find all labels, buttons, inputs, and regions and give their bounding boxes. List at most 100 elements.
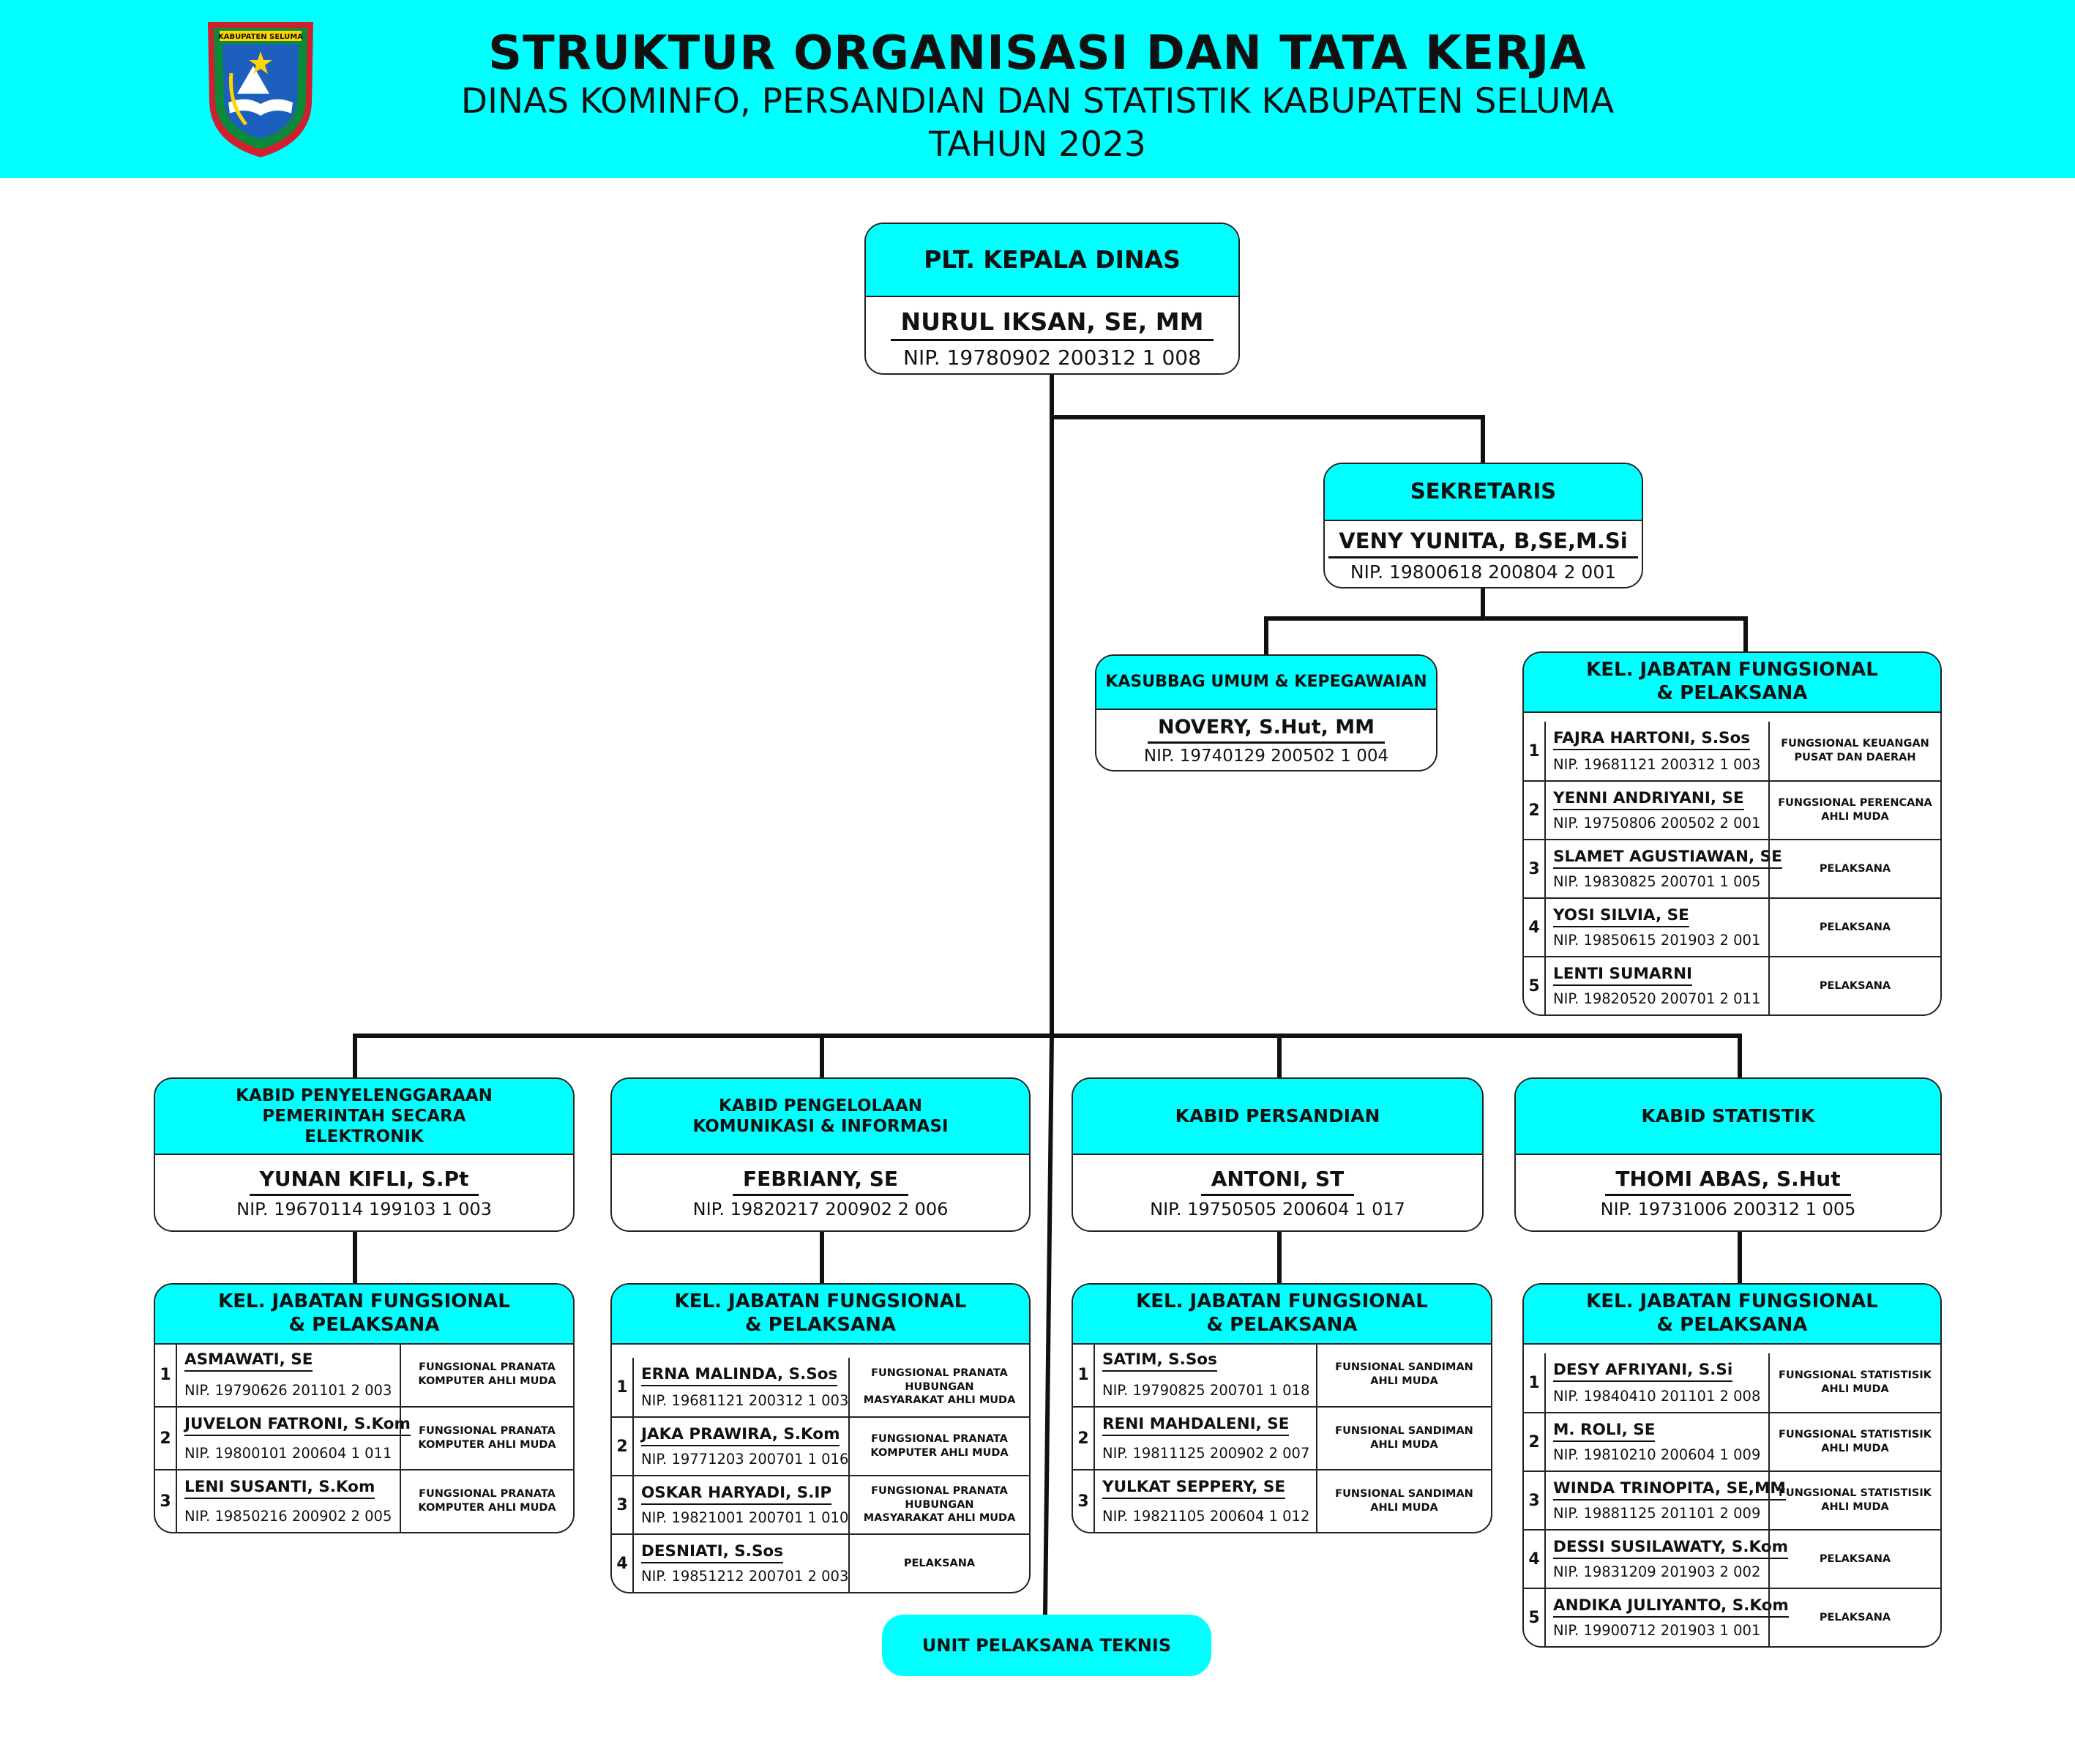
member-nip: NIP. 19681121 200312 1 003 (641, 1392, 849, 1409)
member-number: 1 (1073, 1343, 1095, 1406)
page-subtitle: DINAS KOMINFO, PERSANDIAN DAN STATISTIK … (460, 81, 1615, 122)
kabid-nip: NIP. 19670114 199103 1 003 (236, 1199, 492, 1219)
member-position: FUNGSIONAL PRANATA KOMPUTER AHLI MUDA (400, 1408, 573, 1469)
member-number: 1 (612, 1358, 634, 1416)
member-name: ANDIKA JULIYANTO, S.Kom (1553, 1596, 1789, 1618)
kabid-title: KABID PENGELOLAAN KOMUNIKASI & INFORMASI (612, 1079, 1029, 1155)
member-position: FUNGSIONAL PRANATA HUBUNGAN MASYARAKAT A… (848, 1476, 1029, 1533)
member-nip: NIP. 19881125 201101 2 009 (1553, 1505, 1761, 1522)
member-position: FUNGSIONAL STATISTISIK AHLI MUDA (1768, 1472, 1940, 1529)
jabatan-fungsional-sekretariat-box: KEL. JABATAN FUNGSIONAL & PELAKSANA 1 FAJ… (1522, 651, 1942, 1016)
page-title: STRUKTUR ORGANISASI DAN TATA KERJA (488, 26, 1587, 81)
member-number: 2 (1073, 1408, 1095, 1469)
sekretaris-box: SEKRETARIS VENY YUNITA, B,SE,M.Si NIP. 1… (1323, 463, 1643, 588)
group-title: KEL. JABATAN FUNGSIONAL & PELAKSANA (612, 1285, 1029, 1345)
member-nip: NIP. 19810210 200604 1 009 (1553, 1446, 1761, 1463)
member-row: 1 ASMAWATI, SE NIP. 19790626 201101 2 003 F… (155, 1343, 573, 1406)
member-nip: NIP. 19811125 200902 2 007 (1102, 1445, 1310, 1462)
group-title: KEL. JABATAN FUNGSIONAL & PELAKSANA (1524, 653, 1940, 713)
member-name: YULKAT SEPPERY, SE (1102, 1478, 1286, 1499)
kabid-statistik-box: KABID STATISTIK THOMI ABAS, S.Hut NIP. 1… (1514, 1077, 1942, 1232)
member-nip: NIP. 19851212 200701 2 003 (641, 1568, 849, 1585)
kabid-title: KABID STATISTIK (1516, 1079, 1940, 1155)
member-position: FUNGSIONAL PERENCANA AHLI MUDA (1768, 782, 1940, 839)
member-name: DESNIATI, S.Sos (641, 1542, 784, 1563)
member-nip: NIP. 19771203 200701 1 016 (641, 1451, 849, 1468)
member-name: ASMAWATI, SE (184, 1350, 313, 1372)
member-nip: NIP. 19820520 200701 2 011 (1553, 990, 1761, 1007)
page-year: TAHUN 2023 (929, 124, 1146, 165)
svg-text:KABUPATEN SELUMA: KABUPATEN SELUMA (218, 33, 303, 41)
member-nip: NIP. 19840410 201101 2 008 (1553, 1388, 1761, 1405)
kepala-dinas-box: PLT. KEPALA DINAS NURUL IKSAN, SE, MM NI… (864, 223, 1240, 375)
kabid-komunikasi-box: KABID PENGELOLAAN KOMUNIKASI & INFORMASI… (610, 1077, 1031, 1232)
member-number: 1 (1524, 722, 1546, 780)
kabid-nip: NIP. 19820217 200902 2 006 (692, 1199, 949, 1219)
member-nip: NIP. 19830825 200701 1 005 (1553, 873, 1761, 890)
member-name: YENNI ANDRIYANI, SE (1553, 789, 1744, 810)
member-name: LENI SUSANTI, S.Kom (184, 1478, 375, 1499)
member-name: WINDA TRINOPITA, SE,MM (1553, 1479, 1786, 1500)
member-name: ERNA MALINDA, S.Sos (641, 1365, 838, 1386)
member-position: FUNGSIONAL PRANATA KOMPUTER AHLI MUDA (400, 1343, 573, 1406)
member-position: PELAKSANA (1768, 1531, 1940, 1588)
member-number: 5 (1524, 957, 1546, 1014)
kepala-dinas-title: PLT. KEPALA DINAS (866, 224, 1238, 297)
group-title: KEL. JABATAN FUNGSIONAL & PELAKSANA (1073, 1285, 1491, 1345)
member-position: PELAKSANA (1768, 840, 1940, 897)
member-nip: NIP. 19750806 200502 2 001 (1553, 815, 1761, 831)
member-number: 3 (1524, 1472, 1546, 1529)
kasubbag-title: KASUBBAG UMUM & KEPEGAWAIAN (1096, 656, 1436, 710)
kasubbag-nip: NIP. 19740129 200502 1 004 (1143, 747, 1389, 766)
member-number: 3 (612, 1476, 634, 1533)
member-position: PELAKSANA (1768, 899, 1940, 956)
kabid-title: KABID PERSANDIAN (1073, 1079, 1482, 1155)
member-position: FUNSIONAL SANDIMAN AHLI MUDA (1316, 1470, 1491, 1532)
member-position: PELAKSANA (1768, 1589, 1940, 1646)
kepala-dinas-name: NURUL IKSAN, SE, MM (866, 307, 1238, 341)
member-number: 2 (612, 1418, 634, 1475)
member-number: 1 (155, 1343, 177, 1406)
member-position: FUNGSIONAL STATISTISIK AHLI MUDA (1768, 1413, 1940, 1470)
member-position: FUNGSIONAL PRANATA HUBUNGAN MASYARAKAT A… (848, 1358, 1029, 1416)
kabid-egov-box: KABID PENYELENGGARAAN PEMERINTAH SECARA … (154, 1077, 575, 1232)
kasubbag-box: KASUBBAG UMUM & KEPEGAWAIAN NOVERY, S.Hu… (1095, 654, 1437, 771)
sekretaris-name: VENY YUNITA, B,SE,M.Si (1325, 528, 1642, 558)
member-position: FUNGSIONAL KEUANGAN PUSAT DAN DAERAH (1768, 722, 1940, 780)
kabid-persandian-box: KABID PERSANDIAN ANTONI, ST NIP. 1975050… (1072, 1077, 1484, 1232)
member-position: FUNGSIONAL PRANATA KOMPUTER AHLI MUDA (848, 1418, 1029, 1475)
member-nip: NIP. 19790626 201101 2 003 (184, 1382, 392, 1399)
member-number: 4 (612, 1535, 634, 1592)
kabid-nip: NIP. 19731006 200312 1 005 (1600, 1199, 1856, 1219)
member-name: SLAMET AGUSTIAWAN, SE (1553, 848, 1782, 869)
member-name: YOSI SILVIA, SE (1553, 906, 1689, 927)
member-position: PELAKSANA (848, 1535, 1029, 1592)
kasubbag-name: NOVERY, S.Hut, MM (1096, 716, 1436, 744)
sekretaris-title: SEKRETARIS (1325, 464, 1642, 521)
member-position: FUNGSIONAL STATISTISIK AHLI MUDA (1768, 1353, 1940, 1412)
member-number: 1 (1524, 1353, 1546, 1412)
member-name: OSKAR HARYADI, S.IP (641, 1484, 832, 1505)
member-number: 4 (1524, 1531, 1546, 1588)
kabid-name: YUNAN KIFLI, S.Pt (155, 1167, 573, 1196)
connector-line (1042, 1033, 1055, 1618)
member-name: FAJRA HARTONI, S.Sos (1553, 729, 1751, 750)
member-name: JUVELON FATRONI, S.Kom (184, 1415, 411, 1436)
member-number: 4 (1524, 899, 1546, 956)
member-name: DESY AFRIYANI, S.Si (1553, 1361, 1733, 1382)
kabid-title: KABID PENYELENGGARAAN PEMERINTAH SECARA … (155, 1079, 573, 1155)
sekretaris-nip: NIP. 19800618 200804 2 001 (1350, 561, 1617, 583)
kepala-dinas-nip: NIP. 19780902 200312 1 008 (903, 345, 1201, 370)
